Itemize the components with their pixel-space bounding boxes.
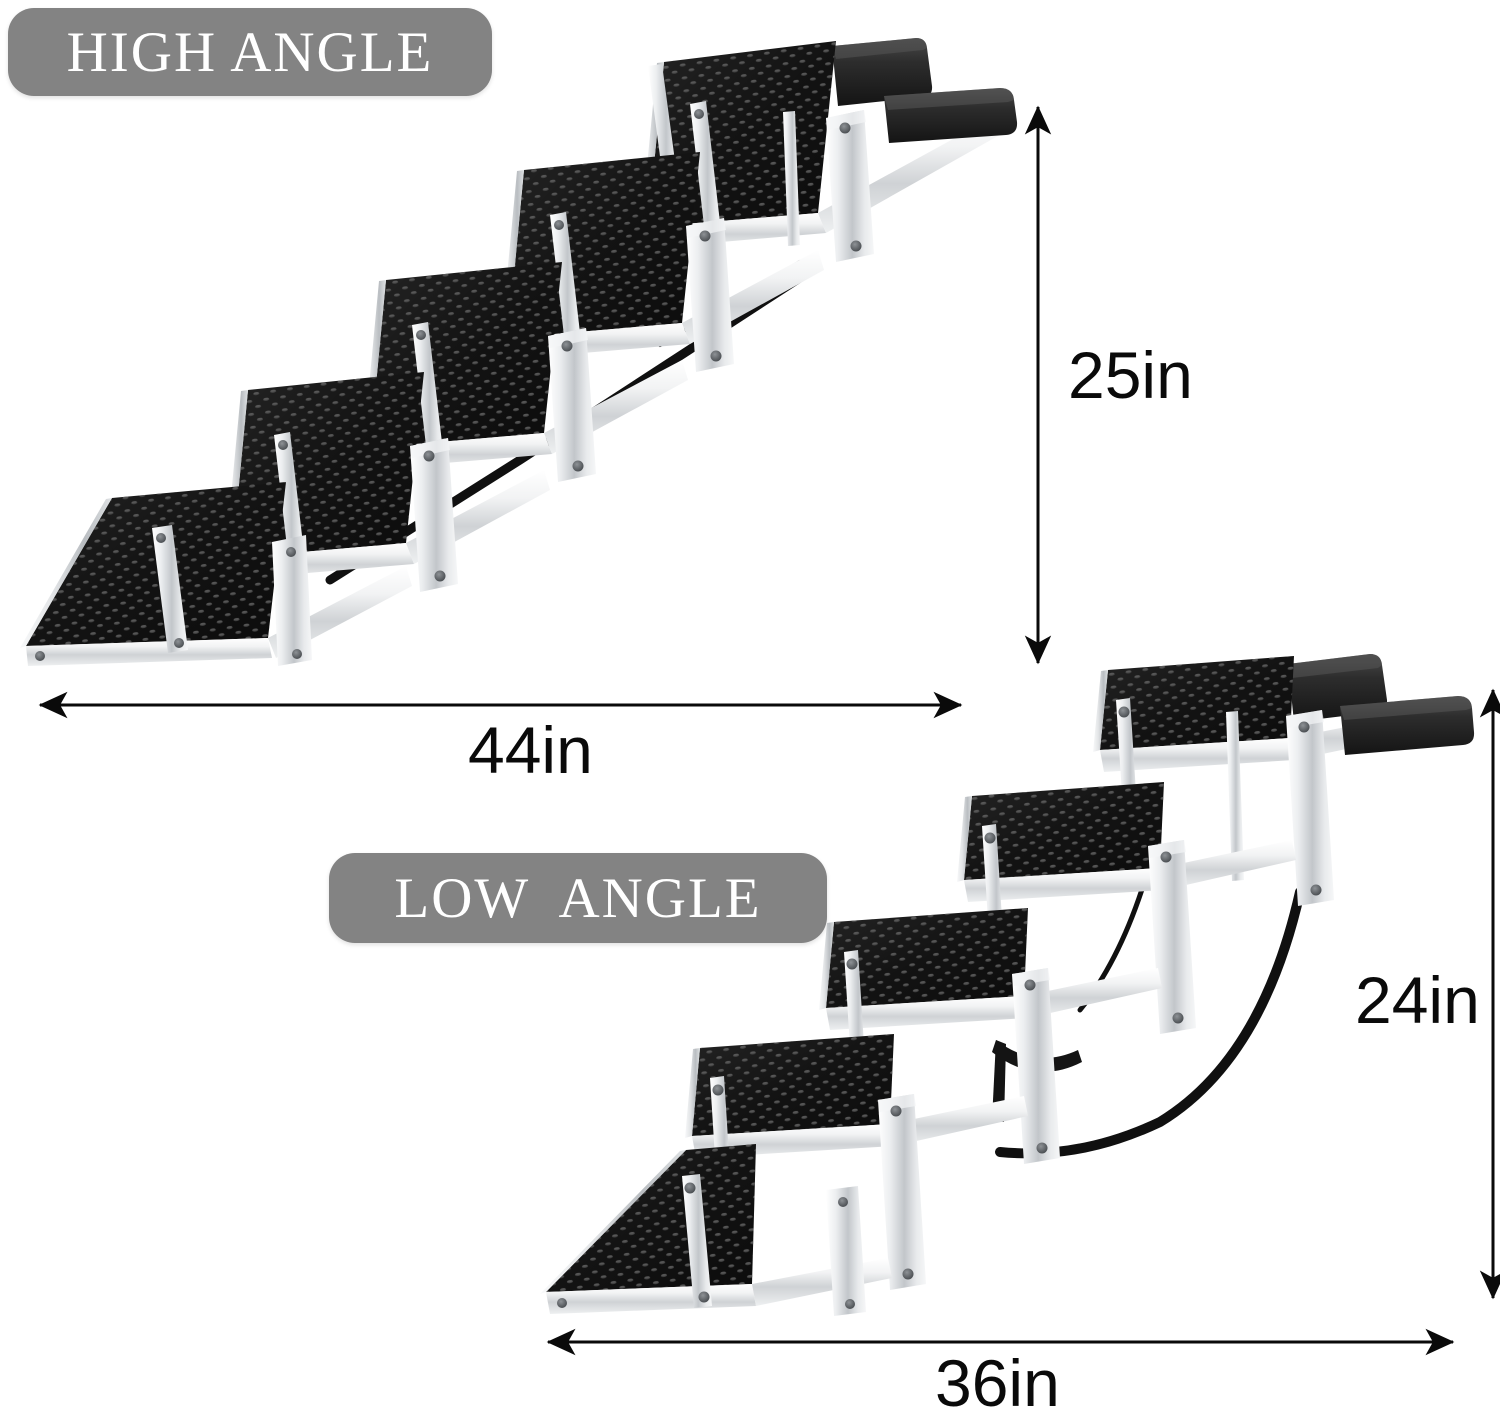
low-angle-step-3 [819, 908, 1162, 1164]
high-angle-stairs [20, 38, 1018, 666]
dimension-label-length-low-angle: 36in [935, 1346, 1060, 1419]
low-angle-step-4 [957, 782, 1296, 1034]
low-angle-step-5 [1093, 654, 1475, 906]
foam-hook-bar-front [1340, 696, 1475, 755]
high-angle-legs-3 [412, 322, 596, 482]
dimension-label-height-high-angle: 25in [1068, 338, 1193, 412]
high-angle-legs-1 [35, 525, 312, 666]
foam-hook-bar-front [884, 88, 1018, 143]
dimension-label-height-low-angle: 24in [1355, 963, 1480, 1037]
low-angle-badge: LOW ANGLE [329, 853, 827, 943]
low-angle-stairs [540, 654, 1475, 1316]
low-angle-badge-label: LOW ANGLE [394, 866, 762, 930]
low-angle-legs-1 [557, 1174, 866, 1316]
high-angle-badge-label: HIGH ANGLE [66, 20, 434, 84]
foam-hook-bar-rear [832, 38, 933, 106]
high-angle-badge: HIGH ANGLE [8, 8, 492, 96]
dimension-arrows [38, 105, 1500, 1356]
dimension-label-length-high-angle: 44in [468, 713, 593, 787]
high-angle-step-1 [20, 482, 412, 666]
low-angle-step-1 [540, 1144, 892, 1316]
